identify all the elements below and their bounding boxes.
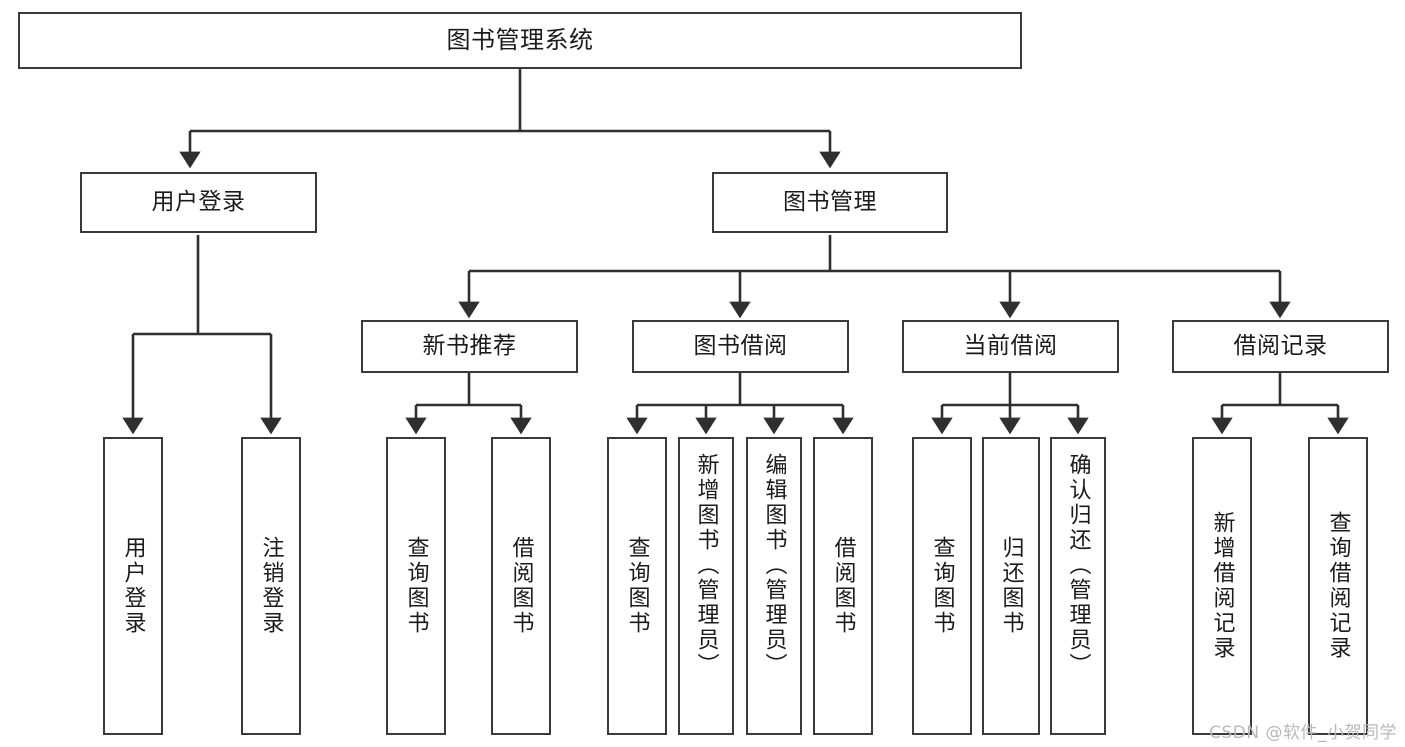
node-user-login[interactable]: 用户登录 xyxy=(80,172,317,233)
node-book-management-label: 图书管理 xyxy=(783,188,877,215)
leaf-book-borrow-edit-book-admin[interactable]: 编辑图书（管理员） xyxy=(746,437,802,735)
leaf-book-borrow-borrow-book-label: 借阅图书 xyxy=(830,536,856,636)
leaf-borrow-record-add-record[interactable]: 新增借阅记录 xyxy=(1192,437,1252,735)
leaf-book-borrow-add-book-admin-label: 新增图书（管理员） xyxy=(693,453,719,678)
leaf-borrow-record-query-record-label: 查询借阅记录 xyxy=(1325,511,1351,661)
leaf-new-book-query-book[interactable]: 查询图书 xyxy=(386,437,446,735)
node-borrow-record[interactable]: 借阅记录 xyxy=(1172,320,1389,373)
leaf-user-login-login[interactable]: 用户登录 xyxy=(103,437,163,735)
leaf-borrow-record-add-record-label: 新增借阅记录 xyxy=(1209,511,1235,661)
leaf-current-borrow-query-book[interactable]: 查询图书 xyxy=(912,437,972,735)
node-new-book-recommend[interactable]: 新书推荐 xyxy=(361,320,578,373)
leaf-new-book-borrow-book[interactable]: 借阅图书 xyxy=(491,437,551,735)
leaf-user-login-login-label: 用户登录 xyxy=(120,536,146,636)
node-new-book-recommend-label: 新书推荐 xyxy=(422,332,517,359)
leaf-current-borrow-return-book[interactable]: 归还图书 xyxy=(982,437,1040,735)
leaf-current-borrow-return-book-label: 归还图书 xyxy=(998,536,1024,636)
node-current-borrow-label: 当前借阅 xyxy=(963,332,1058,359)
leaf-book-borrow-edit-book-admin-label: 编辑图书（管理员） xyxy=(761,453,787,678)
leaf-user-login-logout[interactable]: 注销登录 xyxy=(241,437,301,735)
node-user-login-label: 用户登录 xyxy=(151,188,246,215)
node-current-borrow[interactable]: 当前借阅 xyxy=(902,320,1119,373)
leaf-book-borrow-add-book-admin[interactable]: 新增图书（管理员） xyxy=(678,437,734,735)
leaf-borrow-record-query-record[interactable]: 查询借阅记录 xyxy=(1308,437,1368,735)
leaf-book-borrow-query-book-label: 查询图书 xyxy=(624,536,650,636)
node-book-management[interactable]: 图书管理 xyxy=(712,172,948,233)
node-root-label: 图书管理系统 xyxy=(446,26,594,55)
leaf-current-borrow-confirm-return-admin-label: 确认归还（管理员） xyxy=(1065,453,1091,678)
node-borrow-record-label: 借阅记录 xyxy=(1233,332,1328,359)
leaf-user-login-logout-label: 注销登录 xyxy=(258,536,284,636)
leaf-book-borrow-query-book[interactable]: 查询图书 xyxy=(607,437,667,735)
node-book-borrow-label: 图书借阅 xyxy=(693,332,788,359)
node-book-borrow[interactable]: 图书借阅 xyxy=(632,320,849,373)
node-root-book-management-system[interactable]: 图书管理系统 xyxy=(18,12,1022,69)
leaf-new-book-query-book-label: 查询图书 xyxy=(403,536,429,636)
leaf-current-borrow-confirm-return-admin[interactable]: 确认归还（管理员） xyxy=(1050,437,1106,735)
leaf-new-book-borrow-book-label: 借阅图书 xyxy=(508,536,534,636)
leaf-current-borrow-query-book-label: 查询图书 xyxy=(929,536,955,636)
csdn-watermark: CSDN @软件_小贺同学 xyxy=(1209,723,1397,743)
leaf-book-borrow-borrow-book[interactable]: 借阅图书 xyxy=(813,437,873,735)
